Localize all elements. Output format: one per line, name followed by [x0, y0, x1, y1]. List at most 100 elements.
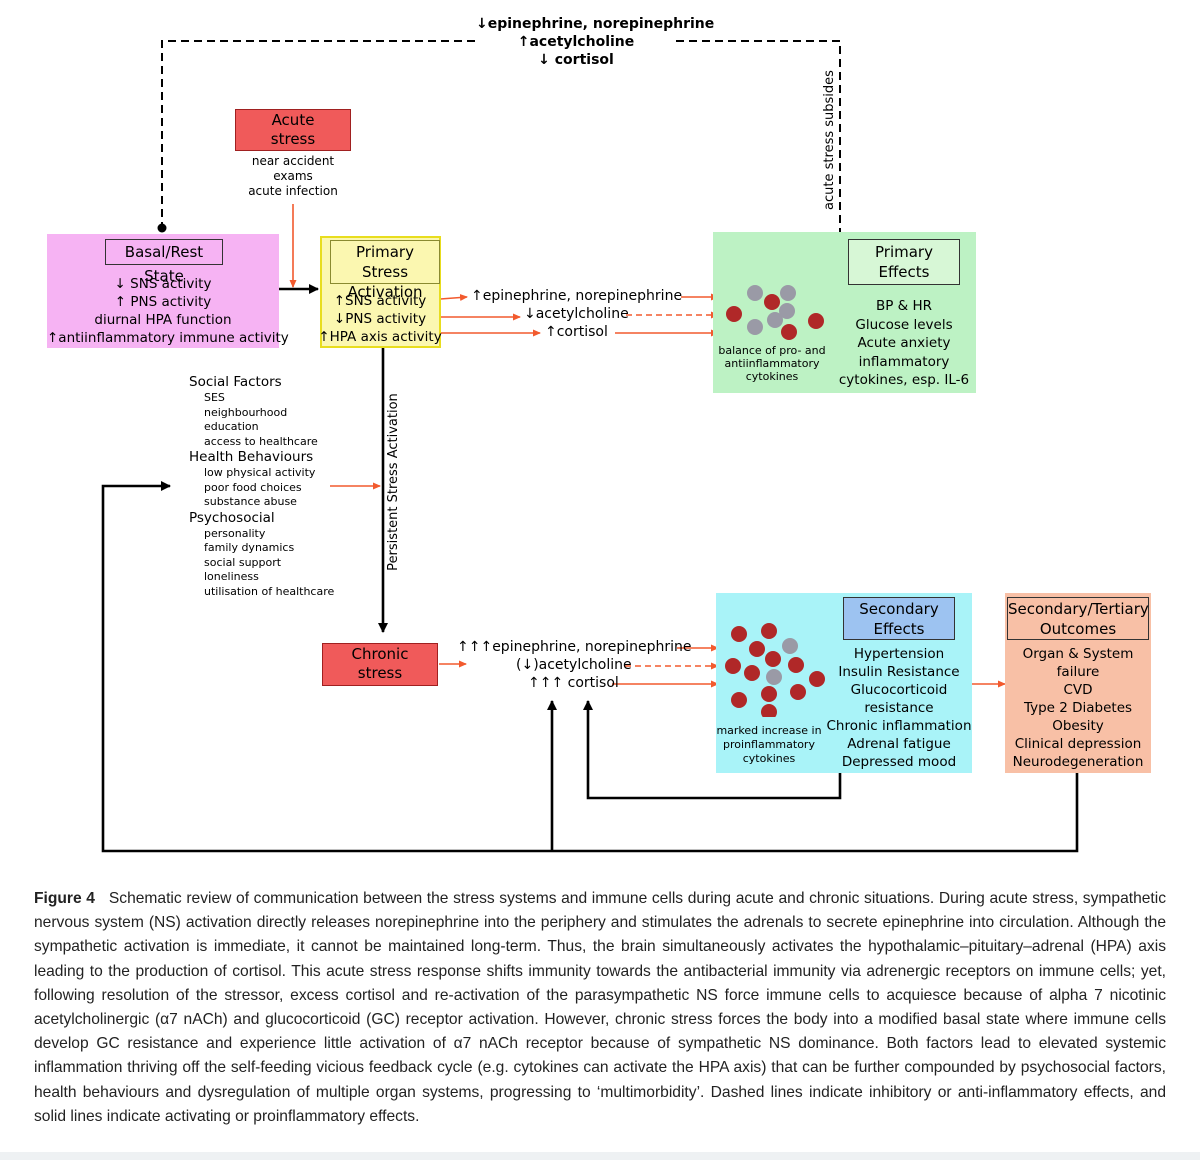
outcomes-title-1: Secondary/Tertiary — [1008, 600, 1149, 618]
outcome-item: Organ & System — [1022, 646, 1134, 662]
secondary-effect-item: Adrenal fatigue — [847, 736, 951, 752]
primary-effects-title-2: Effects — [878, 263, 930, 281]
primary-mediator-catecholamines: ↑epinephrine, norepinephrine — [471, 288, 683, 304]
primary-effect-item: cytokines, esp. IL-6 — [838, 372, 970, 388]
primary-effects-title: Primary Effects — [848, 239, 960, 285]
primary-mediator-cortisol: ↑cortisol — [545, 324, 608, 340]
outcome-item: Type 2 Diabetes — [1023, 700, 1133, 716]
psychosocial-item: utilisation of healthcare — [204, 584, 335, 598]
outcome-item: Clinical depression — [1014, 736, 1142, 752]
psychosocial-heading: Psychosocial — [189, 509, 275, 526]
social-factor-item: neighbourhood — [204, 405, 288, 419]
feedback-line-1: ↓epinephrine, norepinephrine — [476, 16, 715, 32]
feedback-dashed-loop — [157, 40, 841, 233]
diagram-connectors — [101, 40, 1079, 853]
primary-cytokine-cells — [726, 285, 824, 340]
acute-stress-box: Acute stress — [235, 109, 351, 151]
primary-cytokines-line: balance of pro- and — [718, 344, 826, 357]
acute-stress-title-2: stress — [270, 130, 316, 148]
primary-cytokines-line: cytokines — [745, 370, 799, 383]
outcomes-title: Secondary/Tertiary Outcomes — [1007, 597, 1149, 640]
acute-stress-subsides-label: acute stress subsides — [822, 70, 837, 210]
basal-item: ↑ PNS activity — [114, 294, 212, 310]
feedback-mediators-text: ↓epinephrine, norepinephrine ↑acetylchol… — [476, 15, 715, 69]
secondary-effect-item: Glucocorticoid — [850, 682, 948, 698]
chronic-mediator-catecholamines: ↑↑↑epinephrine, norepinephrine — [457, 639, 692, 655]
primary-effect-item: inflammatory — [858, 353, 950, 370]
secondary-effect-item: Depressed mood — [841, 754, 957, 770]
secondary-cytokines-line: cytokines — [742, 752, 796, 765]
primary-activation-title-1: Primary Stress — [356, 243, 414, 281]
chronic-stress-box: Chronic stress — [322, 643, 438, 686]
basal-item: ↑antiinflammatory immune activity — [47, 330, 289, 346]
primary-activation-title-2: Activation — [347, 283, 423, 301]
primary-activation-title: Primary Stress Activation — [330, 240, 440, 301]
health-behaviours-list: low physical activity poor food choices … — [189, 466, 349, 510]
primary-effect-item: Acute anxiety — [857, 335, 951, 351]
outcome-item: Neurodegeneration — [1012, 754, 1144, 770]
bottom-band — [0, 1152, 1200, 1160]
social-factor-item: SES — [204, 391, 225, 404]
secondary-effect-item: resistance — [864, 700, 934, 716]
health-behaviour-item: poor food choices — [204, 480, 302, 494]
secondary-effects-title-2: Effects — [873, 620, 925, 638]
secondary-cytokines-label: marked increase in proinflammatory cytok… — [714, 724, 824, 766]
outcome-item: CVD — [1063, 682, 1093, 698]
health-behaviours-heading: Health Behaviours — [189, 449, 314, 465]
chronic-feedback-loops — [101, 481, 1079, 853]
figure-caption: Figure 4 Schematic review of communicati… — [34, 887, 1166, 1129]
outcome-item: failure — [1056, 664, 1100, 680]
primary-effects-title-1: Primary — [875, 243, 933, 261]
outcomes-items: Organ & System failure CVD Type 2 Diabet… — [1005, 645, 1151, 771]
chronic-mediator-lines — [612, 644, 719, 688]
psychosocial-list: personality family dynamics social suppo… — [189, 527, 349, 600]
secondary-effect-item: Hypertension — [853, 646, 945, 662]
primary-mediator-acetylcholine: ↓acetylcholine — [524, 306, 629, 322]
basal-state-title: Basal/Rest State — [105, 239, 223, 285]
primary-effect-item: Glucose levels — [855, 316, 953, 333]
primary-mediator-lines — [426, 293, 719, 337]
feedback-line-3: ↓ cortisol — [538, 52, 614, 68]
secondary-effects-title-1: Secondary — [859, 600, 939, 618]
basal-item: ↓ SNS activity — [114, 276, 212, 292]
social-factor-item: access to healthcare — [204, 434, 318, 448]
figure-caption-text: Schematic review of communication betwee… — [34, 890, 1167, 1125]
chronic-mediator-acetylcholine: (↓)acetylcholine — [516, 657, 632, 673]
acute-stress-title-1: Acute — [271, 111, 315, 129]
primary-effect-item: BP & HR — [875, 298, 933, 314]
psychosocial-item: personality — [204, 526, 266, 540]
outcome-item: Obesity — [1052, 718, 1104, 734]
acute-example-item: near accident — [251, 154, 335, 168]
acute-stress-examples: near accident exams acute infection — [233, 154, 353, 199]
outcomes-title-2: Outcomes — [1039, 620, 1117, 638]
basal-item: diurnal HPA function — [94, 312, 232, 328]
psychosocial-item: social support — [204, 555, 282, 569]
chronic-stress-title-1: Chronic — [351, 645, 409, 663]
activation-item: ↓PNS activity — [333, 311, 427, 327]
psychosocial-item: family dynamics — [204, 541, 295, 554]
health-behaviour-item: low physical activity — [204, 466, 316, 479]
primary-cytokines-line: antiinflammatory — [724, 357, 820, 370]
secondary-effects-items: Hypertension Insulin Resistance Glucocor… — [822, 645, 976, 771]
feedback-line-2: ↑acetylcholine — [517, 34, 635, 50]
health-behaviour-item: substance abuse — [204, 495, 297, 508]
primary-effects-items: BP & HR Glucose levels Acute anxiety inf… — [830, 297, 978, 390]
psychosocial-item: loneliness — [204, 570, 259, 583]
primary-activation-items: ↑SNS activity ↓PNS activity ↑HPA axis ac… — [318, 292, 442, 346]
chronic-stress-title-2: stress — [357, 664, 403, 682]
chronic-mediator-cortisol: ↑↑↑ cortisol — [528, 675, 619, 691]
secondary-effects-title: Secondary Effects — [843, 597, 955, 640]
secondary-cytokines-line: marked increase in — [716, 724, 822, 737]
activation-item: ↑HPA axis activity — [318, 329, 442, 345]
social-factors-list: SES neighbourhood education access to he… — [189, 391, 349, 449]
acute-example-item: acute infection — [248, 184, 338, 198]
secondary-effect-item: Insulin Resistance — [838, 664, 960, 680]
persistent-stress-label: Persistent Stress Activation — [386, 393, 401, 571]
acute-example-item: exams — [273, 169, 313, 183]
social-factors-heading: Social Factors — [189, 374, 282, 390]
social-factor-item: education — [204, 420, 259, 433]
figure-caption-label: Figure 4 — [34, 890, 95, 907]
basal-state-items: ↓ SNS activity ↑ PNS activity diurnal HP… — [47, 275, 289, 347]
social-factors-block: Social Factors SES neighbourhood educati… — [189, 374, 349, 599]
